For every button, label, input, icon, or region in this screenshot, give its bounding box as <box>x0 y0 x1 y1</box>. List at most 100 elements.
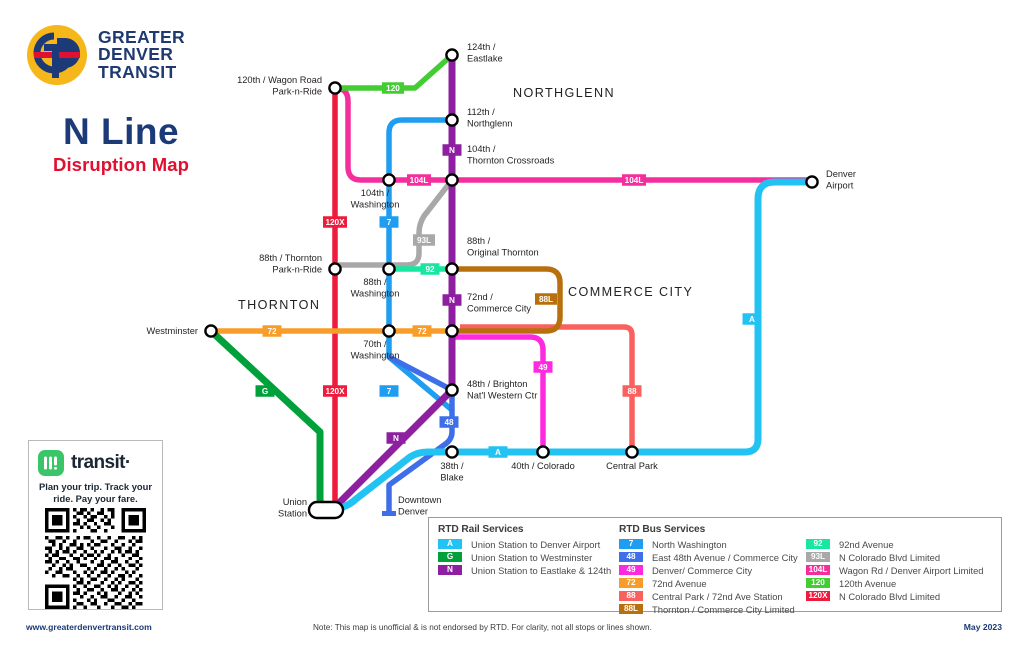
station-marker-120th-wagon-road[interactable] <box>328 81 342 95</box>
route-badge-88[interactable]: 88 <box>622 385 642 397</box>
station-label-line: Eastlake <box>467 54 503 64</box>
page-subtitle: Disruption Map <box>52 154 190 175</box>
station-label-line: Original Thornton <box>467 248 539 258</box>
route-badge-120X[interactable]: 120X <box>323 385 347 397</box>
legend-route-chip: 72 <box>619 577 643 589</box>
station-marker-104th-thornton-crossroads[interactable] <box>445 173 459 187</box>
station-label-line: 38th / <box>440 461 464 471</box>
route-badge-92[interactable]: 92 <box>420 263 440 275</box>
station-marker-124th-eastlake[interactable] <box>445 48 459 62</box>
badge-label: 92 <box>425 265 435 274</box>
route-line-88[interactable] <box>460 324 635 452</box>
station-marker-38th-blake[interactable] <box>445 445 459 459</box>
route-badge-104L[interactable]: 104L <box>407 174 431 186</box>
station-marker-union-station[interactable] <box>307 500 345 520</box>
route-badge-93L[interactable]: 93L <box>413 234 435 246</box>
station-marker-88th-washington[interactable] <box>382 262 396 276</box>
legend-route-label: Union Station to Westminster <box>471 551 593 563</box>
badge-label: 93L <box>417 236 431 245</box>
station-label-line: 104th / <box>467 144 496 154</box>
badge-bg <box>420 263 440 275</box>
station-marker-88th-thornton-pnr[interactable] <box>328 262 342 276</box>
route-line-49[interactable] <box>452 334 546 452</box>
route-line-48-downtown[interactable] <box>386 390 455 513</box>
station-label-westminster: Westminster <box>147 326 199 336</box>
badge-label: A <box>495 448 501 457</box>
route-badge-49[interactable]: 49 <box>533 361 553 373</box>
station-label-line: Nat'l Western Ctr <box>467 391 537 401</box>
station-marker-48th-brighton[interactable] <box>445 383 459 397</box>
route-badge-120X[interactable]: 120X <box>323 216 347 228</box>
route-badge-G[interactable]: G <box>255 385 275 397</box>
badge-bg <box>386 432 406 444</box>
station-marker-westminster[interactable] <box>204 324 218 338</box>
area-label-thornton: THORNTON <box>238 298 320 312</box>
route-badge-120[interactable]: 120 <box>382 82 404 94</box>
transit-app-icon <box>38 450 64 476</box>
route-badge-7[interactable]: 7 <box>379 216 399 228</box>
legend-route-label: East 48th Avenue / Commerce City <box>652 551 798 563</box>
station-label-104th-thornton-crossroads: 104th /Thornton Crossroads <box>467 144 555 166</box>
legend-route-chip: 7 <box>619 538 643 550</box>
route-line-7[interactable] <box>386 117 454 413</box>
route-badge-N[interactable]: N <box>386 432 406 444</box>
route-line-48-west[interactable] <box>387 354 454 393</box>
station-stub-downtown-denver[interactable] <box>382 511 396 516</box>
station-label-line: Downtown <box>398 495 441 505</box>
route-badge-A[interactable]: A <box>742 313 762 325</box>
station-marker-denver-airport[interactable] <box>805 175 819 189</box>
logo-line-2: DENVER <box>98 44 174 65</box>
route-badge-A[interactable]: A <box>488 446 508 458</box>
station-marker-112th-northglenn[interactable] <box>445 113 459 127</box>
station-marker-104th-washington[interactable] <box>382 173 396 187</box>
route-badge-48[interactable]: 48 <box>439 416 459 428</box>
badge-label: N <box>393 434 399 443</box>
legend-route-label: 72nd Avenue <box>652 577 707 589</box>
station-label-line: Washington <box>351 351 400 361</box>
logo-wordmark: GREATER DENVER TRANSIT <box>98 28 185 82</box>
transit-app-promo[interactable]: transit· Plan your trip. Track your ride… <box>28 440 163 610</box>
station-label-line: 72nd / <box>467 292 493 302</box>
qr-code-icon[interactable] <box>45 508 146 609</box>
footer-date: May 2023 <box>963 622 1002 632</box>
badge-label: 104L <box>625 176 644 185</box>
station-label-line: Union <box>283 497 307 507</box>
route-line-G[interactable] <box>208 328 327 514</box>
station-marker-88th-original-thornton[interactable] <box>445 262 459 276</box>
route-badge-7[interactable]: 7 <box>379 385 399 397</box>
station-marker-central-park[interactable] <box>625 445 639 459</box>
route-badge-72[interactable]: 72 <box>412 325 432 337</box>
route-badge-N[interactable]: N <box>442 144 462 156</box>
route-line-A[interactable] <box>325 178 812 514</box>
station-marker-40th-colorado[interactable] <box>536 445 550 459</box>
route-line-120[interactable] <box>335 52 454 91</box>
route-badge-N[interactable]: N <box>442 294 462 306</box>
route-badge-72[interactable]: 72 <box>262 325 282 337</box>
badge-label: 88L <box>539 295 553 304</box>
route-line-88L[interactable] <box>452 266 563 334</box>
badge-label: 7 <box>387 387 392 396</box>
page-title: N Line <box>62 111 180 152</box>
route-line-104L[interactable] <box>334 85 812 183</box>
legend-route-chip: 104L <box>806 564 830 576</box>
badge-bg <box>622 385 642 397</box>
station-marker-70th-washington[interactable] <box>382 324 396 338</box>
route-badge-104L[interactable]: 104L <box>622 174 646 186</box>
badge-label: 7 <box>387 218 392 227</box>
route-badge-88L[interactable]: 88L <box>535 293 557 305</box>
footer-website-link[interactable]: www.greaterdenvertransit.com <box>26 622 152 632</box>
transit-wordmark: transit· <box>71 452 131 473</box>
legend-bus-heading: RTD Bus Services <box>619 524 706 535</box>
badge-bg <box>413 234 435 246</box>
station-markers <box>204 48 819 520</box>
station-marker-72nd-commerce-city[interactable] <box>445 324 459 338</box>
gdt-roundel-icon <box>27 25 87 85</box>
